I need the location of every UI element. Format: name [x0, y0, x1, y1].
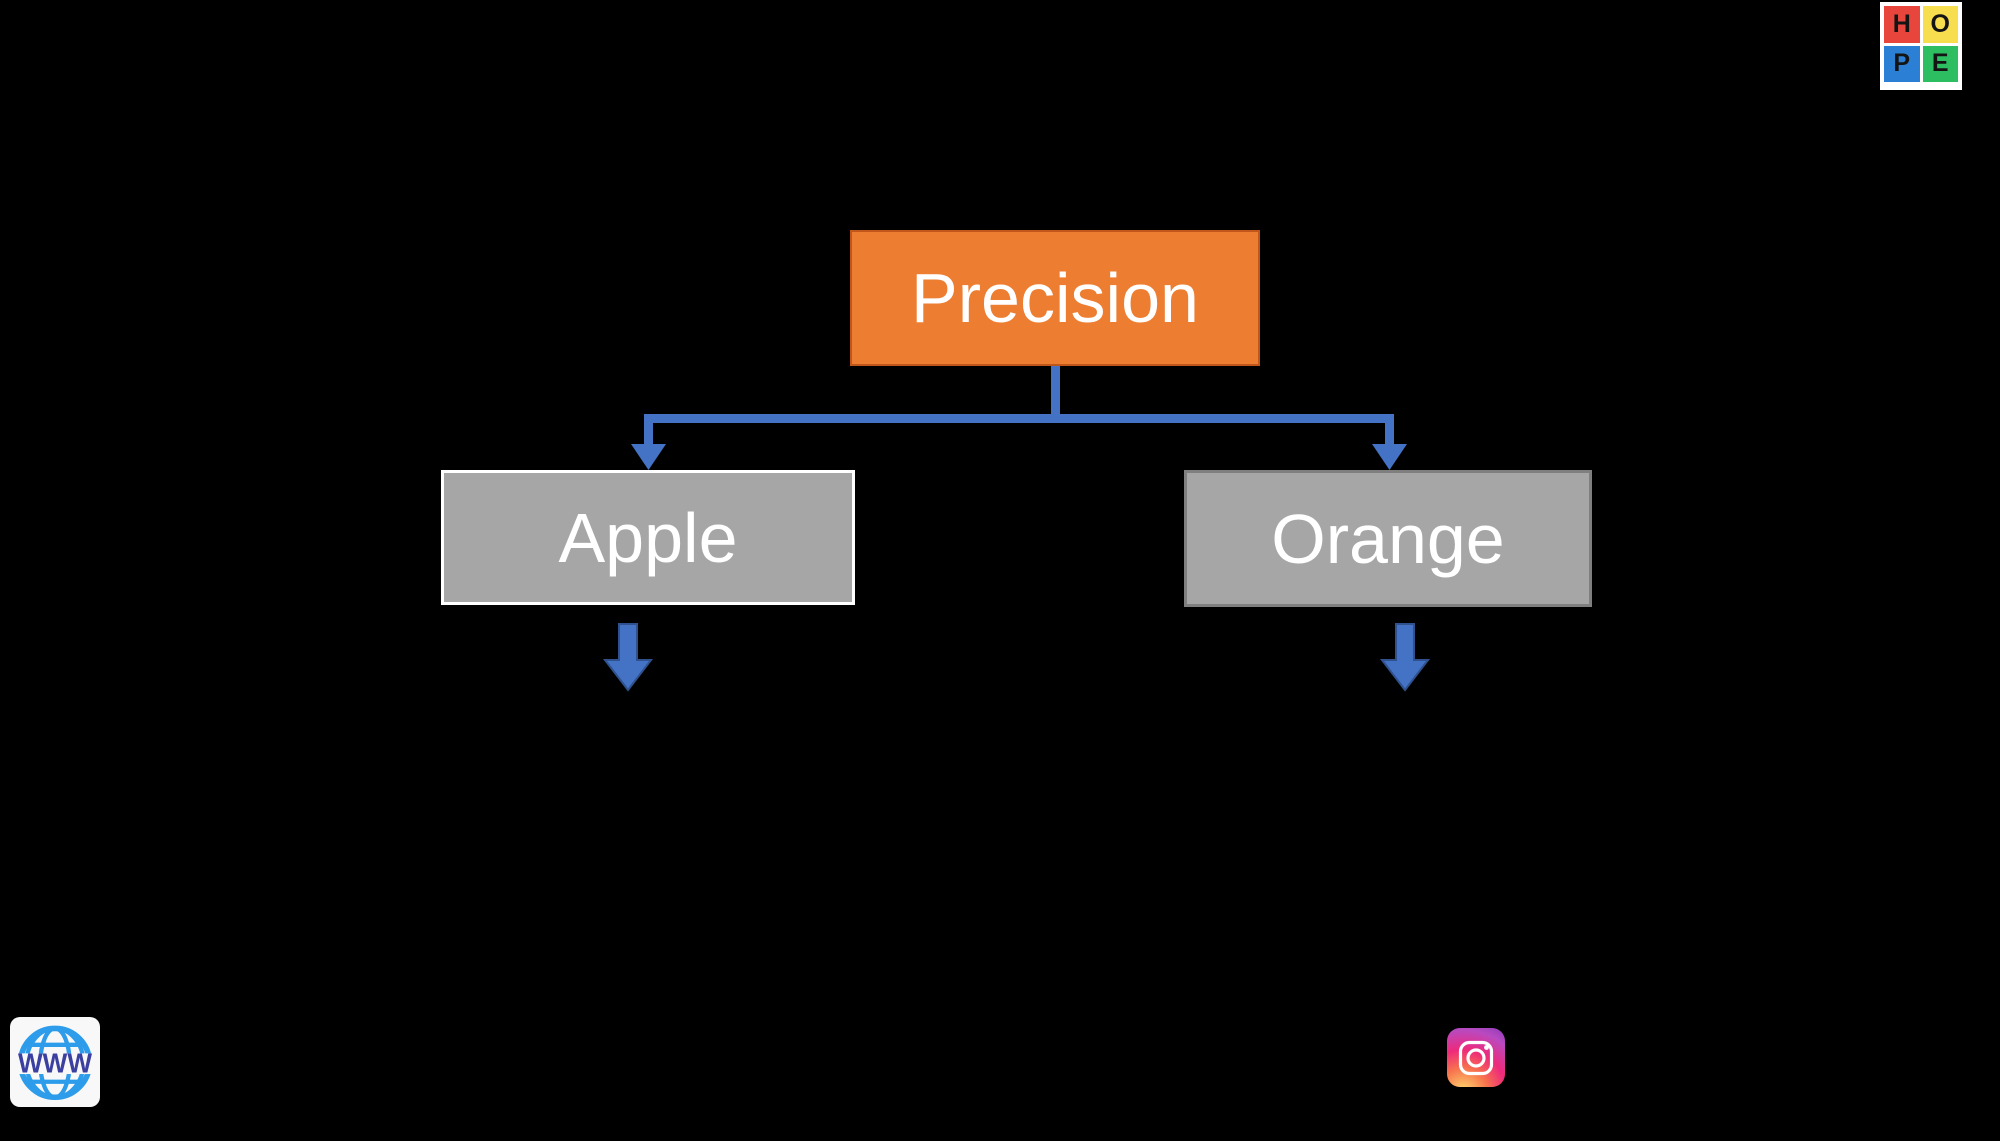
down-block-arrows [602, 623, 1431, 692]
instagram-icon[interactable] [1447, 1028, 1505, 1087]
node-precision-label: Precision [911, 259, 1199, 337]
hope-tile-e: E [1922, 45, 1958, 82]
www-globe-icon[interactable]: WWW [10, 1017, 100, 1107]
globe-graphic: WWW [13, 1025, 97, 1101]
hope-tile-p: P [1884, 45, 1920, 82]
node-precision: Precision [850, 230, 1260, 366]
www-label: WWW [18, 1047, 92, 1078]
instagram-camera-glyph [1458, 1040, 1494, 1075]
hope-tile-o: O [1922, 6, 1958, 43]
node-orange: Orange [1184, 470, 1592, 607]
hope-tile-h: H [1884, 6, 1920, 43]
tree-connectors [631, 366, 1407, 470]
node-apple: Apple [441, 470, 855, 605]
node-orange-label: Orange [1271, 499, 1505, 578]
hope-logo: H O P E [1880, 2, 1962, 90]
down-arrow-left [602, 623, 654, 692]
node-apple-label: Apple [558, 498, 738, 577]
down-arrow-right [1379, 623, 1431, 692]
